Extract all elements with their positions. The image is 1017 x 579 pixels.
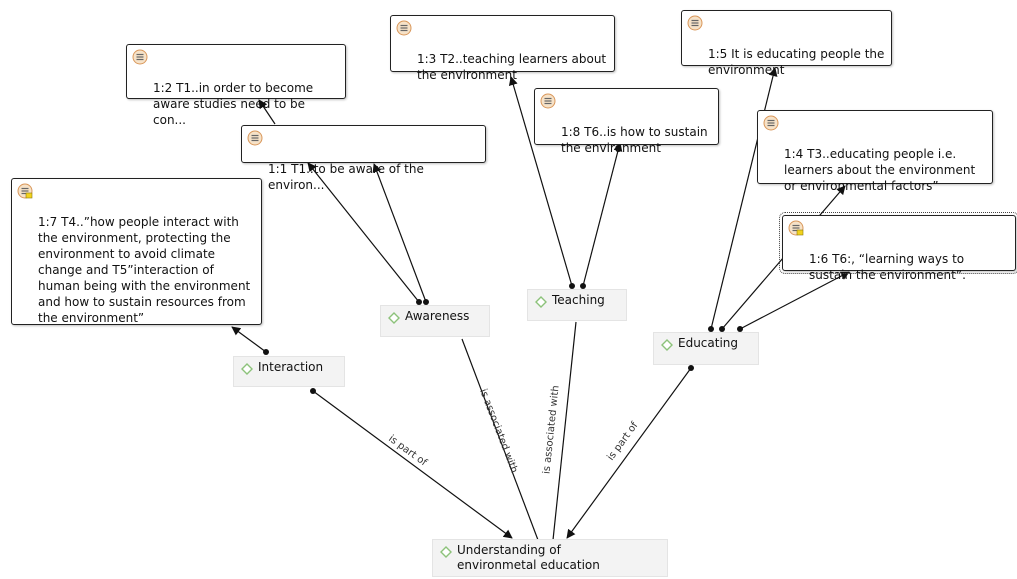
link-end-dot (569, 283, 575, 289)
quotation-icon (763, 115, 779, 131)
code-relations (310, 321, 694, 541)
quotation-node-1-6[interactable]: 1:6 T6:, “learning ways to sustain the e… (779, 212, 1017, 282)
quotation-text: 1:5 It is educating people the environme… (708, 47, 885, 77)
code-diamond-icon (661, 339, 673, 351)
code-label: Understanding of environmetal education (457, 543, 600, 572)
link-awareness-q11[interactable] (307, 162, 420, 303)
link-end-dot (688, 365, 694, 371)
link-end-dot (580, 283, 586, 289)
quotation-icon (132, 49, 148, 65)
code-node-educating[interactable]: Educating (653, 332, 759, 365)
code-label: Interaction (258, 360, 324, 374)
code-node-interaction[interactable]: Interaction (233, 356, 345, 387)
code-node-teaching[interactable]: Teaching (527, 289, 627, 321)
relation-teaching-understanding[interactable] (552, 321, 577, 541)
quotation-node-1-4[interactable]: 1:4 T3..educating people i.e. learners a… (757, 110, 993, 193)
code-label: Educating (678, 336, 739, 350)
quotation-text: 1:7 T4..”how people interact with the en… (38, 215, 251, 325)
quotation-node-1-5[interactable]: 1:5 It is educating people the environme… (681, 10, 892, 77)
code-diamond-icon (241, 363, 253, 375)
relation-label-teaching: is associated with (541, 385, 561, 475)
quotation-node-1-1[interactable]: 1:1 T1..to be aware of the environ... (241, 125, 486, 192)
quotation-node-1-3[interactable]: 1:3 T2..teaching learners about the envi… (390, 15, 615, 82)
quotation-comment-icon (788, 220, 804, 236)
link-q11-q12[interactable] (258, 99, 276, 125)
code-diamond-icon (388, 312, 400, 324)
link-teaching-q18[interactable] (582, 142, 623, 287)
quotation-text: 1:1 T1..to be aware of the environ... (268, 162, 424, 192)
relation-educating-understanding[interactable] (566, 367, 692, 539)
link-end-dot (719, 326, 725, 332)
relation-label-interaction: is part of (386, 433, 429, 468)
quotation-comment-icon (17, 183, 33, 199)
link-educating-q15[interactable] (710, 67, 778, 330)
link-end-dot (263, 349, 269, 355)
quotation-text: 1:6 T6:, “learning ways to sustain the e… (809, 252, 966, 282)
code-label: Teaching (552, 293, 605, 307)
quotation-text: 1:8 T6..is how to sustain the environmen… (561, 125, 708, 155)
link-end-dot (423, 299, 429, 305)
relation-label-awareness: is associated with (477, 388, 519, 475)
code-label: Awareness (405, 309, 470, 323)
relation-interaction-understanding[interactable] (312, 390, 513, 539)
link-end-dot (737, 326, 743, 332)
link-interaction-q17[interactable] (231, 326, 267, 353)
quotation-text: 1:4 T3..educating people i.e. learners a… (784, 147, 976, 193)
link-awareness-q18b[interactable] (372, 163, 427, 303)
quotation-node-1-7[interactable]: 1:7 T4..”how people interact with the en… (11, 178, 262, 325)
code-diamond-icon (440, 546, 452, 558)
relation-awareness-understanding[interactable] (461, 338, 539, 541)
quotation-icon (396, 20, 412, 36)
quotation-text: 1:2 T1..in order to become aware studies… (153, 81, 314, 127)
relation-label-educating: is part of (605, 420, 640, 463)
quotation-icon (687, 15, 703, 31)
link-end-dot (310, 388, 316, 394)
quotation-node-1-2[interactable]: 1:2 T1..in order to become aware studies… (126, 44, 346, 127)
quotation-icon (247, 130, 263, 146)
link-end-dot (708, 326, 714, 332)
quotation-text: 1:3 T2..teaching learners about the envi… (417, 52, 607, 82)
link-educating-q16[interactable] (739, 271, 850, 330)
code-node-understanding[interactable]: Understanding of environmetal education (432, 539, 668, 577)
link-teaching-q13[interactable] (508, 76, 573, 287)
quotation-node-1-8[interactable]: 1:8 T6..is how to sustain the environmen… (534, 88, 719, 155)
link-end-dot (416, 299, 422, 305)
quotation-icon (540, 93, 556, 109)
code-diamond-icon (535, 296, 547, 308)
code-node-awareness[interactable]: Awareness (380, 305, 490, 337)
